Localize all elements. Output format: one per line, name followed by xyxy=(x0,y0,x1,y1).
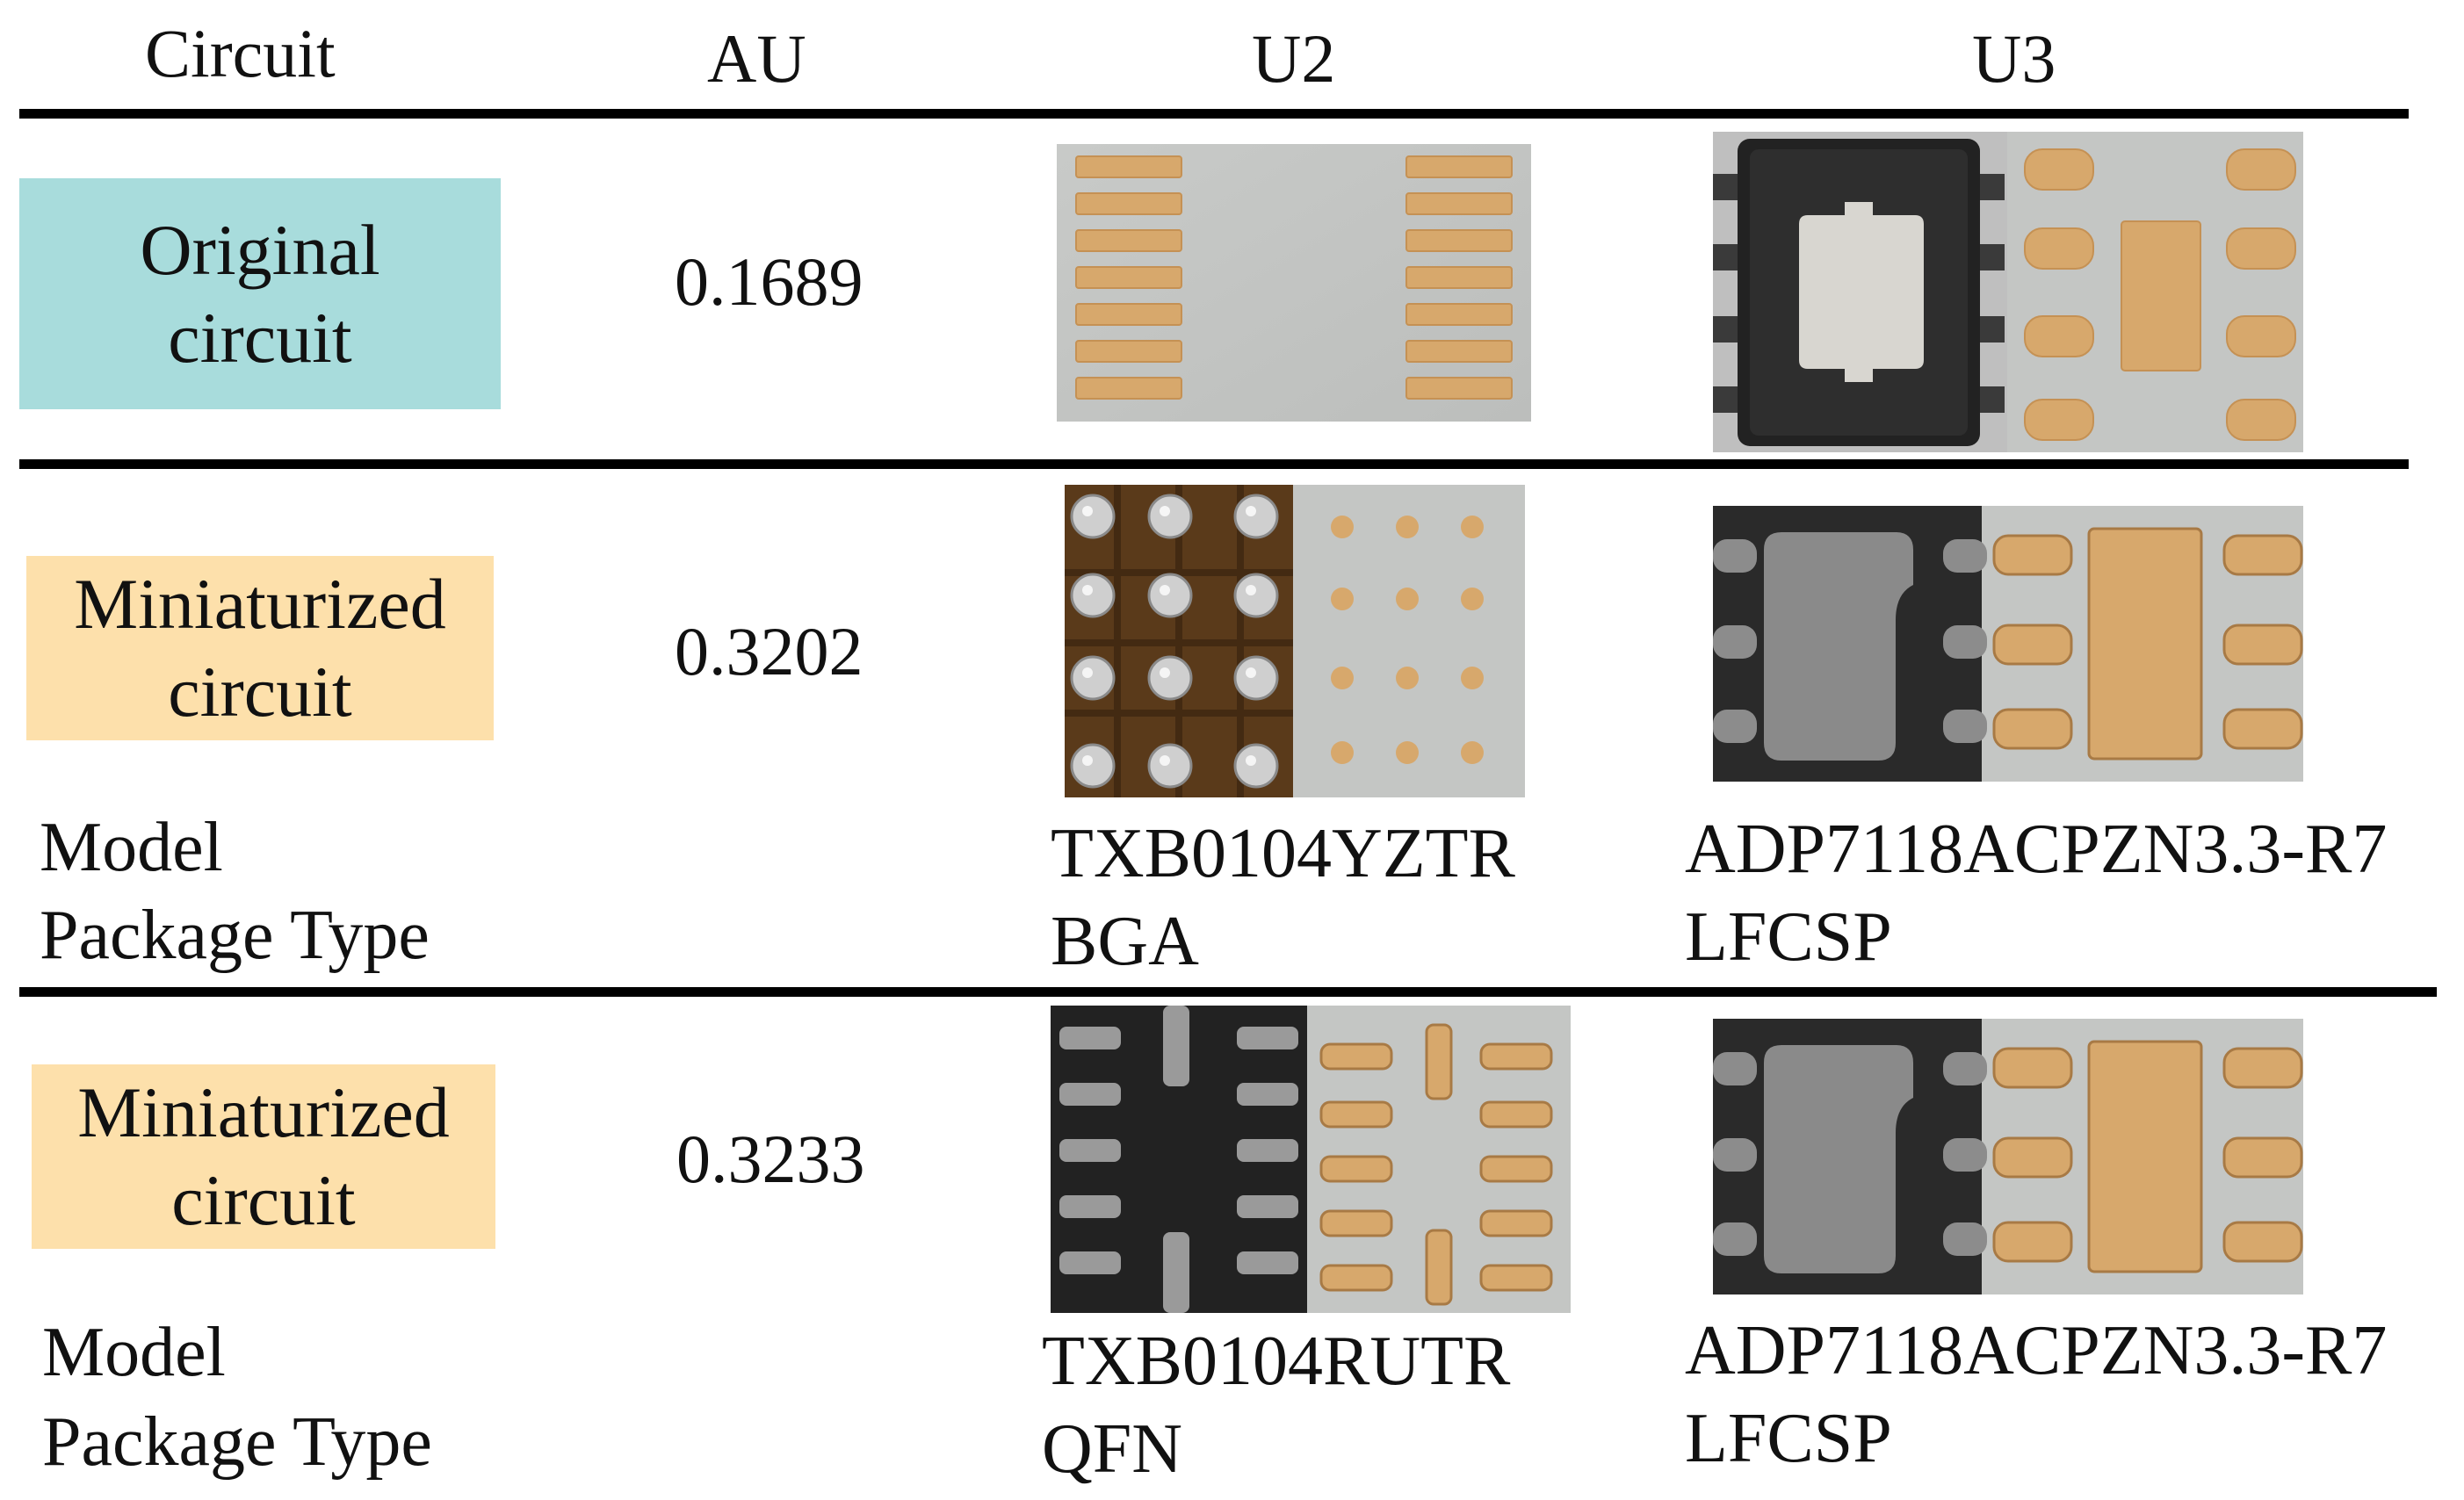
row3-u3-package-footprint-image xyxy=(1713,1019,2303,1294)
row2-spec-label-package-type: Package Type xyxy=(40,897,430,974)
row2-label-miniaturized-circuit: Miniaturized circuit xyxy=(26,556,494,740)
row3-label-line2: circuit xyxy=(171,1160,356,1240)
row3-u3-model: ADP7118ACPZN3.3-R7 xyxy=(1685,1312,2388,1389)
row1-label-original-circuit: Original circuit xyxy=(19,178,501,409)
column-header-u3: U3 xyxy=(1972,20,2056,97)
row1-au-value: 0.1689 xyxy=(675,243,863,320)
row1-rule xyxy=(19,459,2409,469)
row1-label-line1: Original xyxy=(140,209,380,290)
row2-label-line2: circuit xyxy=(168,652,352,732)
row3-au-value: 0.3233 xyxy=(676,1121,865,1197)
row2-au-value: 0.3202 xyxy=(675,613,863,689)
row2-u3-model: ADP7118ACPZN3.3-R7 xyxy=(1685,811,2388,888)
row1-u3-package-footprint-image xyxy=(1713,132,2303,452)
row3-spec-label-package-type: Package Type xyxy=(42,1403,432,1481)
row2-u2-package-footprint-image xyxy=(1065,485,1525,797)
row2-u2-package-type: BGA xyxy=(1051,903,1199,980)
row2-label-line1: Miniaturized xyxy=(74,564,446,644)
row3-label-line1: Miniaturized xyxy=(77,1072,450,1152)
column-header-au: AU xyxy=(707,20,806,97)
row3-u3-package-type: LFCSP xyxy=(1685,1400,1892,1477)
row2-rule xyxy=(19,987,2437,997)
row1-label-line2: circuit xyxy=(168,297,352,378)
row3-spec-label-model: Model xyxy=(42,1314,226,1391)
row2-u3-package-type: LFCSP xyxy=(1685,898,1892,976)
row2-u2-model: TXB0104YZTR xyxy=(1051,815,1515,892)
row3-label-miniaturized-circuit: Miniaturized circuit xyxy=(32,1064,495,1249)
row3-u2-package-footprint-image xyxy=(1051,1006,1571,1313)
row3-u2-model: TXB0104RUTR xyxy=(1042,1323,1511,1400)
column-header-u2: U2 xyxy=(1252,20,1336,97)
row3-u2-package-type: QFN xyxy=(1042,1410,1183,1488)
row1-u2-footprint-image xyxy=(1057,144,1531,422)
row2-u3-package-footprint-image xyxy=(1713,506,2303,782)
row2-spec-label-model: Model xyxy=(40,809,223,886)
header-rule xyxy=(19,109,2409,119)
column-header-circuit: Circuit xyxy=(145,15,336,91)
